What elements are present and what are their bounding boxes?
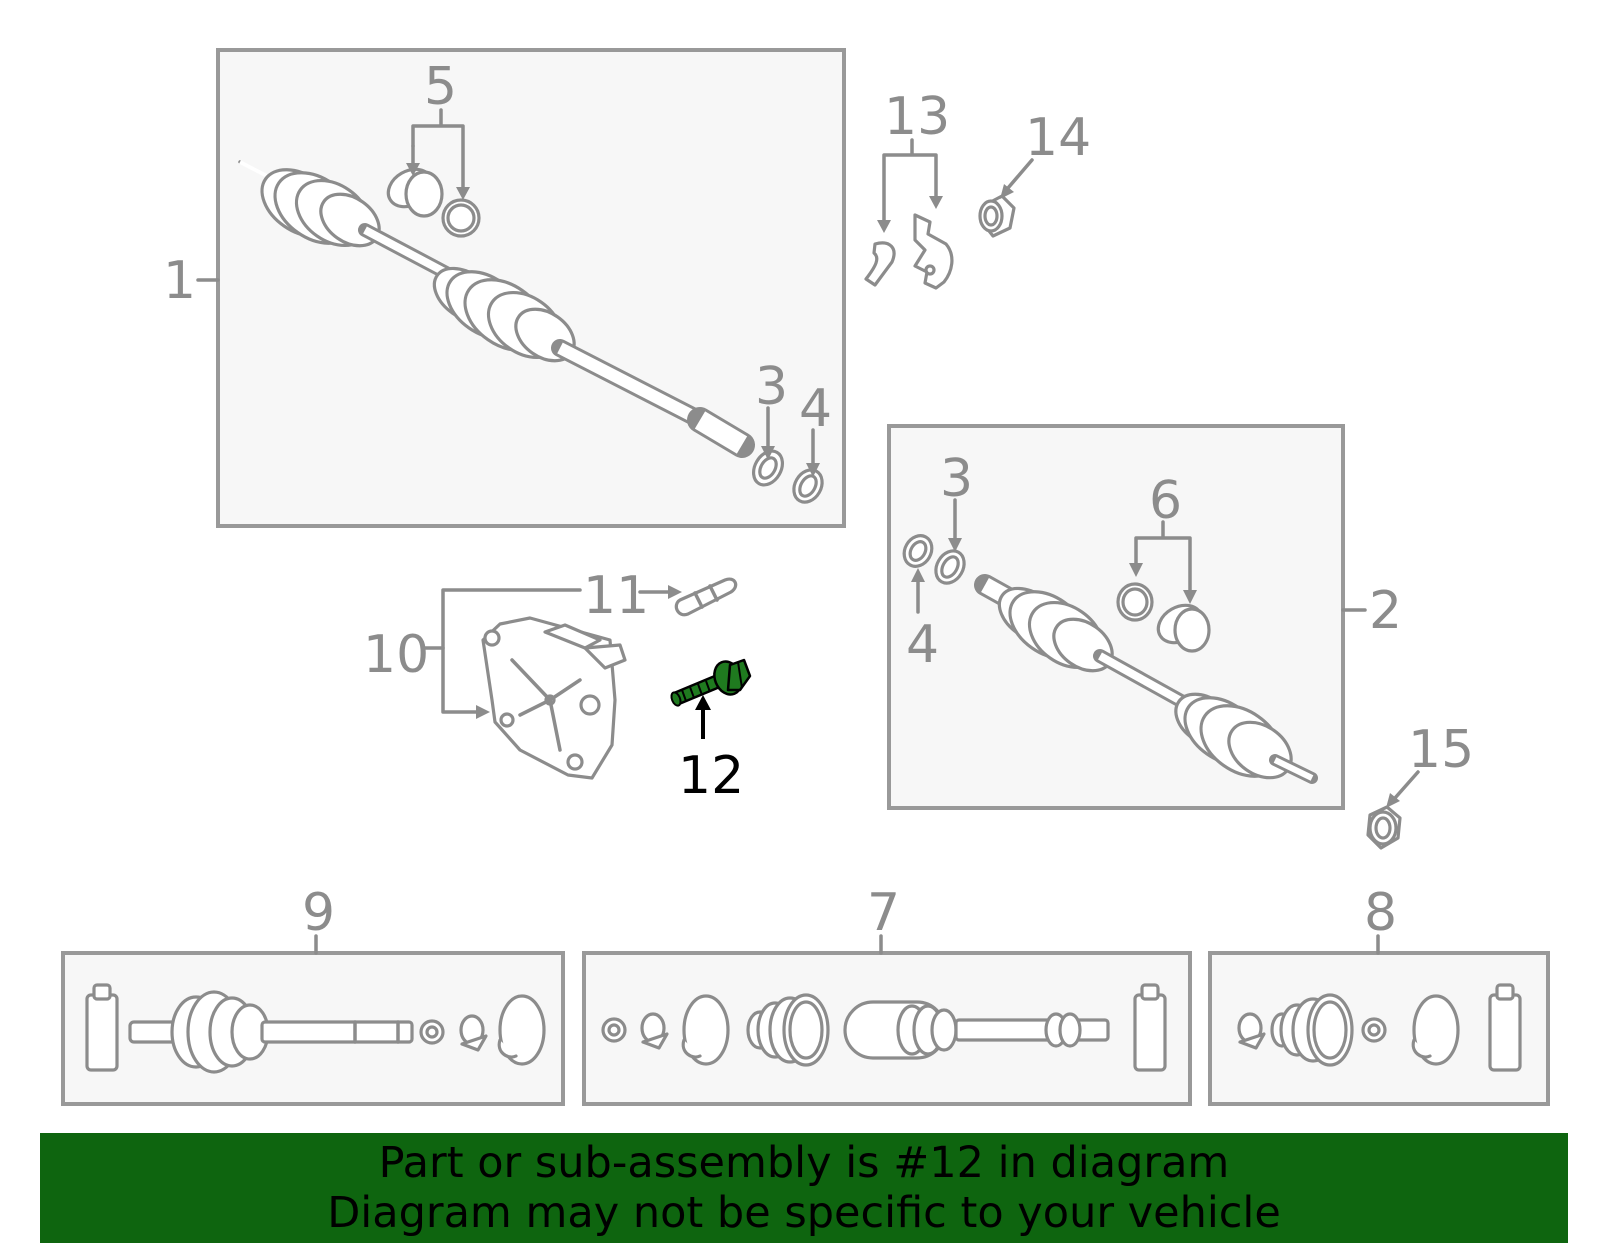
bracket-13-parts[interactable]	[864, 213, 954, 290]
bracket-10-part[interactable]	[481, 616, 627, 780]
pin-11-part[interactable]	[674, 577, 738, 617]
callout-9: 9	[302, 883, 335, 943]
nut-14-part[interactable]	[978, 194, 1016, 238]
callout-15: 15	[1408, 720, 1474, 780]
banner-line-disclaimer: Diagram may not be specific to your vehi…	[327, 1188, 1281, 1238]
axle-shaft-right-part[interactable]	[974, 574, 1318, 790]
callout-13: 13	[884, 87, 950, 147]
callout-4b: 4	[906, 615, 939, 675]
callout-2: 2	[1369, 581, 1402, 641]
callout-14: 14	[1025, 108, 1091, 168]
callout-12: 12	[678, 746, 744, 806]
callout-8: 8	[1364, 883, 1397, 943]
bolt-12-part-highlighted[interactable]	[670, 657, 752, 707]
boot-clamp-5-parts[interactable]	[382, 162, 481, 238]
callout-7: 7	[867, 883, 900, 943]
callout-1: 1	[163, 251, 196, 311]
kit-7-parts[interactable]	[601, 983, 1167, 1072]
banner-line-part-number: Part or sub-assembly is #12 in diagram	[378, 1138, 1230, 1188]
callout-4a: 4	[799, 379, 832, 439]
callout-11: 11	[583, 566, 649, 626]
callout-3b: 3	[940, 449, 973, 509]
kit-9-parts[interactable]	[85, 983, 546, 1074]
info-banner: Part or sub-assembly is #12 in diagram D…	[40, 1133, 1568, 1243]
callout-3a: 3	[755, 357, 788, 417]
nut-15-part[interactable]	[1366, 805, 1402, 850]
callout-6: 6	[1149, 471, 1182, 531]
seal-ring-3b-4b-parts[interactable]	[899, 531, 970, 589]
axle-shaft-left-part[interactable]	[238, 156, 755, 458]
seal-ring-3a-4a-parts[interactable]	[748, 446, 828, 507]
callout-10: 10	[363, 625, 429, 685]
boot-clamp-6-parts[interactable]	[1116, 582, 1211, 653]
kit-8-parts[interactable]	[1237, 983, 1522, 1072]
callout-5: 5	[424, 57, 457, 117]
